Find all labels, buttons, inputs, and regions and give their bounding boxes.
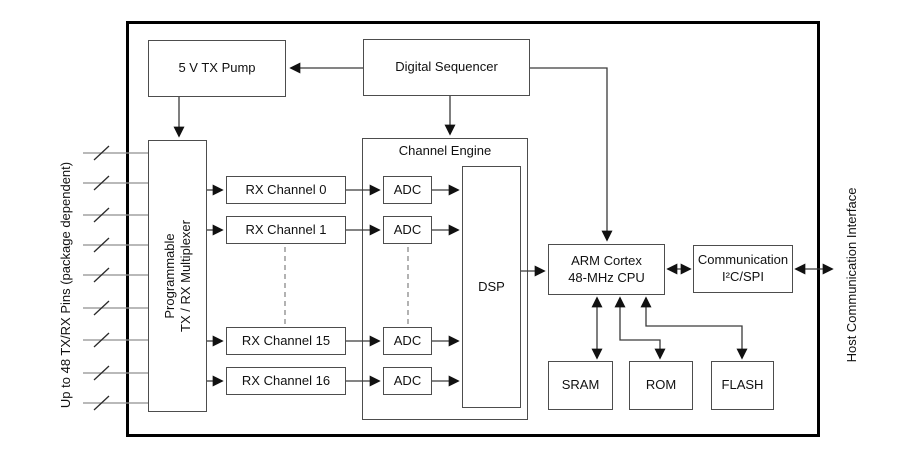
block-tx-pump: 5 V TX Pump — [148, 40, 286, 97]
tx-pump-label: 5 V TX Pump — [178, 60, 256, 76]
block-adc-2: ADC — [383, 327, 432, 355]
channel-engine-label: Channel Engine — [398, 143, 492, 158]
block-tx-rx-multiplexer: Programmable TX / RX Multiplexer — [148, 140, 207, 412]
multiplexer-label-line2: TX / RX Multiplexer — [177, 220, 193, 332]
block-arm-cortex-cpu: ARM Cortex 48-MHz CPU — [548, 244, 665, 295]
adc-1-label: ADC — [393, 221, 422, 237]
block-rom: ROM — [629, 361, 693, 410]
block-adc-1: ADC — [383, 216, 432, 244]
rx-channel-1-label: RX Channel 1 — [245, 221, 327, 237]
communication-label-line1: Communication — [697, 252, 789, 268]
digital-sequencer-label: Digital Sequencer — [395, 59, 498, 75]
dsp-label: DSP — [478, 278, 505, 294]
communication-label-line2: I²C/SPI — [722, 269, 764, 284]
label-tx-rx-pins: Up to 48 TX/RX Pins (package dependent) — [57, 161, 73, 409]
adc-0-label: ADC — [393, 181, 422, 197]
block-digital-sequencer: Digital Sequencer — [363, 39, 530, 96]
multiplexer-label: Programmable TX / RX Multiplexer — [161, 220, 194, 332]
block-communication-i2c-spi: Communication I²C/SPI — [693, 245, 793, 293]
adc-3-label: ADC — [393, 372, 422, 388]
multiplexer-label-line1: Programmable — [161, 233, 177, 319]
block-rx-channel-15: RX Channel 15 — [226, 327, 346, 355]
chip-boundary — [126, 21, 820, 437]
rx-channel-0-label: RX Channel 0 — [245, 181, 327, 197]
block-rx-channel-1: RX Channel 1 — [226, 216, 346, 244]
block-dsp: DSP — [462, 166, 521, 408]
cpu-label-line2: 48-MHz CPU — [568, 269, 645, 285]
block-rx-channel-16: RX Channel 16 — [226, 367, 346, 395]
block-rx-channel-0: RX Channel 0 — [226, 176, 346, 204]
adc-2-label: ADC — [393, 332, 422, 348]
flash-label: FLASH — [721, 377, 764, 393]
block-sram: SRAM — [548, 361, 613, 410]
block-adc-0: ADC — [383, 176, 432, 204]
label-host-communication-interface: Host Communication Interface — [843, 187, 859, 363]
rom-label: ROM — [645, 377, 677, 393]
block-adc-3: ADC — [383, 367, 432, 395]
rx-channel-16-label: RX Channel 16 — [241, 372, 331, 388]
pin-bus-slashes — [93, 145, 110, 411]
cpu-label-line1: ARM Cortex — [571, 252, 642, 268]
sram-label: SRAM — [561, 377, 600, 393]
rx-channel-15-label: RX Channel 15 — [241, 332, 331, 348]
block-flash: FLASH — [711, 361, 774, 410]
